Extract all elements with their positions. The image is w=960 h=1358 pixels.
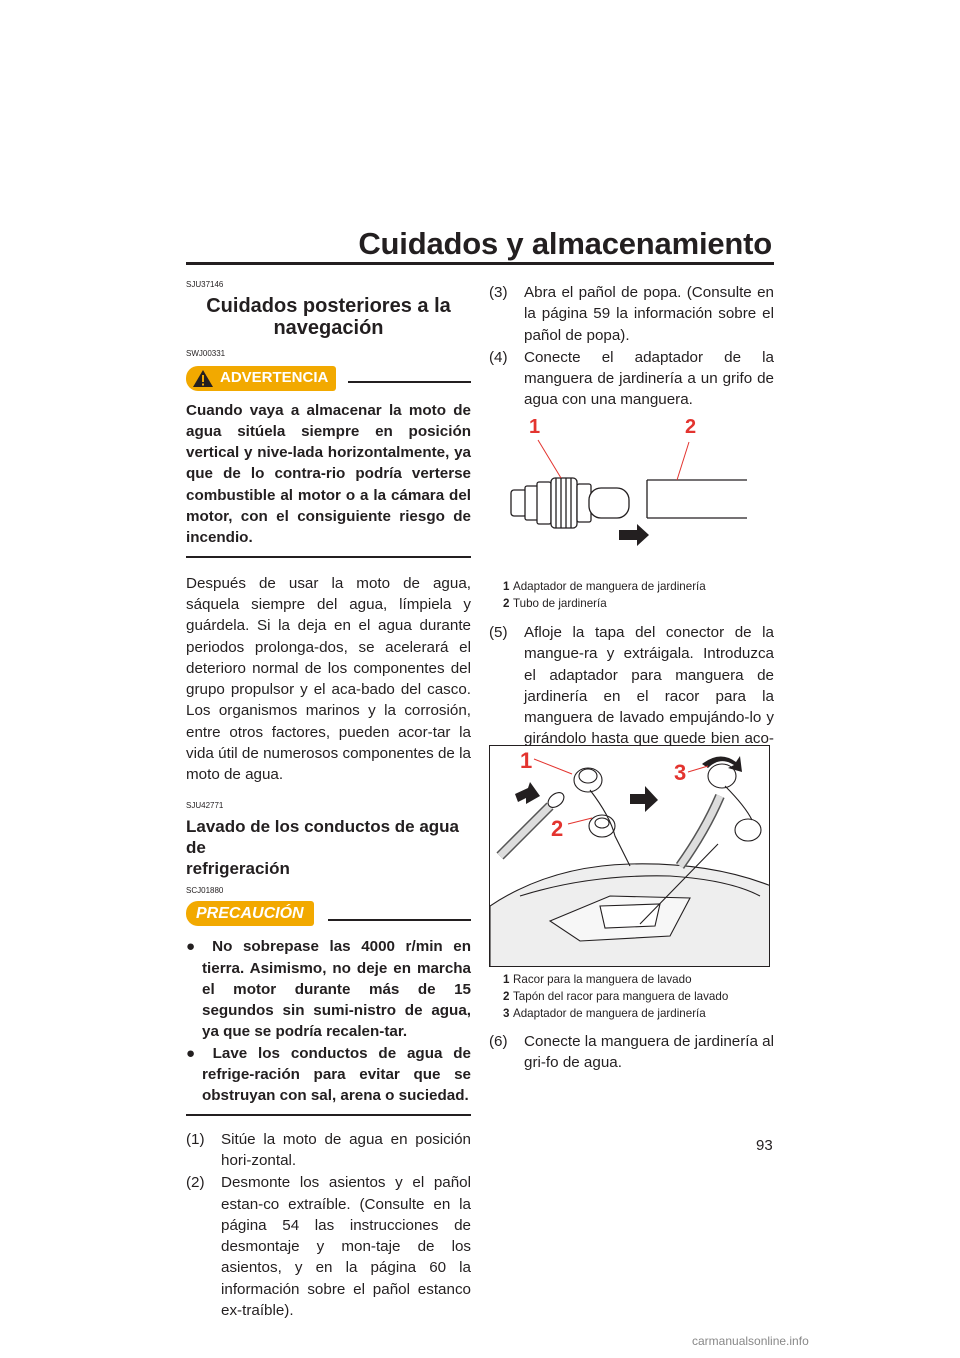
caution-bullet: ● Lave los conductos de agua de refrige-… xyxy=(186,1044,471,1105)
steps-list-left: (1)Sitúe la moto de agua en posición hor… xyxy=(186,1129,471,1322)
subsection-title-line2: refrigeración xyxy=(186,858,290,878)
callout-number: 1 xyxy=(529,416,541,438)
step-item: (2)Desmonte los asientos y el pañol esta… xyxy=(186,1174,471,1319)
arrow-push-icon xyxy=(515,782,540,804)
rotate-arrow-icon xyxy=(702,756,742,772)
callout-number: 2 xyxy=(551,816,564,841)
step-item: (3)Abra el pañol de popa. (Consulte en l… xyxy=(489,284,774,344)
section-code: SJU37146 xyxy=(186,280,224,289)
right-column-step6: (6)Conecte la manguera de jardinería al … xyxy=(489,1031,774,1075)
figure-flush-connector: 1 2 3 xyxy=(489,745,770,967)
caution-bullet: ● No sobrepase las 4000 r/min en tierra.… xyxy=(186,938,471,1041)
warning-header-rule xyxy=(348,381,471,384)
caution-bottom-rule xyxy=(186,1113,471,1116)
arrow-right-icon xyxy=(630,786,658,812)
callout-line xyxy=(676,441,690,481)
caution-list: ● No sobrepase las 4000 r/min en tierra.… xyxy=(186,936,471,1106)
arrow-right-icon xyxy=(619,524,649,546)
subsection-code: SJU42771 xyxy=(186,800,224,810)
step-item: (4)Conecte el adaptador de la manguera d… xyxy=(489,348,774,409)
section-title-line1: Cuidados posteriores a la xyxy=(206,295,451,318)
subsection-title: Lavado de los conductos de agua de refri… xyxy=(186,816,471,879)
flush-connector-illustration xyxy=(490,756,769,966)
warning-bottom-rule xyxy=(186,555,471,558)
section-title: Cuidados posteriores a la navegación xyxy=(186,295,471,339)
caution-code: SCJ01880 xyxy=(186,885,224,895)
caution-badge: PRECAUCIÓN xyxy=(186,901,314,927)
warning-text: Cuando vaya a almacenar la moto de agua … xyxy=(186,401,471,547)
warning-badge: ADVERTENCIA xyxy=(186,365,337,391)
watermark: carmanualsonline.info xyxy=(692,1334,809,1348)
page-header-title: Cuidados y almacenamiento xyxy=(358,226,772,261)
subsection-title-line1: Lavado de los conductos de agua de xyxy=(186,816,459,857)
warning-triangle-icon xyxy=(193,369,213,387)
callout-line xyxy=(687,765,709,773)
callout-line xyxy=(537,439,562,479)
callout-number: 2 xyxy=(685,416,697,438)
callout-line xyxy=(533,758,573,775)
step-item: (1)Sitúe la moto de agua en posición hor… xyxy=(186,1130,471,1169)
callout-number: 1 xyxy=(520,748,533,773)
header-rule xyxy=(186,262,774,265)
left-column: SJU37146 Cuidados posteriores a la naveg… xyxy=(186,274,471,1322)
hose-adapter-illustration xyxy=(510,439,747,546)
caution-header: PRECAUCIÓN xyxy=(186,901,471,927)
caution-header-rule xyxy=(327,918,471,921)
page-number: 93 xyxy=(756,1137,773,1154)
step-item: (6)Conecte la manguera de jardinería al … xyxy=(489,1033,774,1072)
callout-line xyxy=(567,817,593,825)
right-column: (3)Abra el pañol de popa. (Consulte en l… xyxy=(489,282,774,412)
warning-label: ADVERTENCIA xyxy=(220,369,329,387)
callout-number: 3 xyxy=(674,760,687,785)
body-paragraph: Después de usar la moto de agua, sáquela… xyxy=(186,574,471,784)
warning-header: ADVERTENCIA xyxy=(186,365,471,391)
warning-code: SWJ00331 xyxy=(186,349,226,359)
section-title-line2: navegación xyxy=(273,317,384,340)
